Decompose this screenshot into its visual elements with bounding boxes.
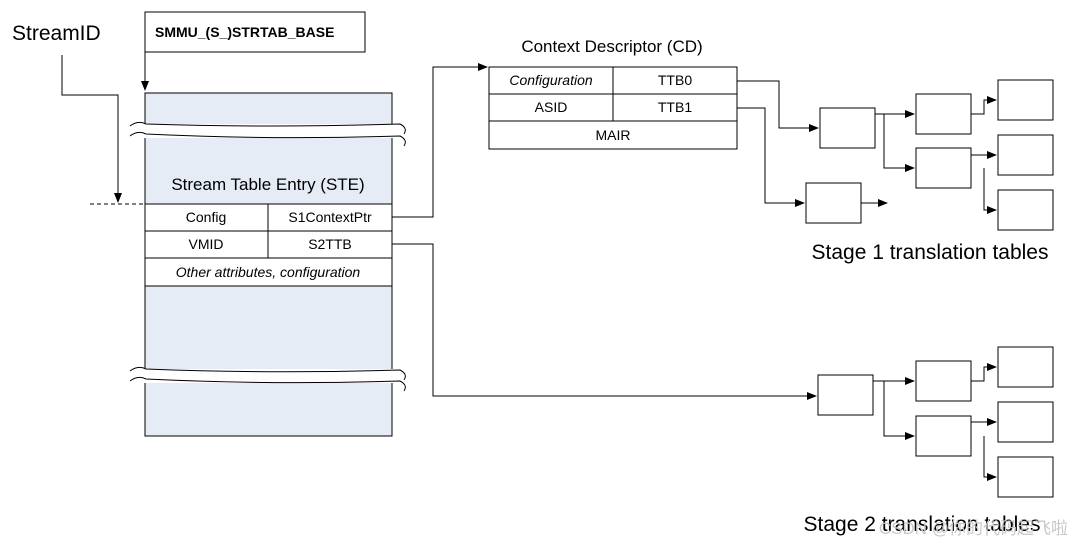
stage1-level2-table-a: [915, 93, 972, 135]
stage2-level3-table-b: [997, 401, 1054, 443]
stage1-tables: [737, 79, 1054, 231]
context-descriptor: Configuration TTB0 ASID TTB1 MAIR: [488, 66, 738, 150]
strtab-base-box: [144, 11, 366, 53]
stage1-l1-to-l2b-arrow: [883, 114, 915, 172]
cd-ttb0-cell: [612, 66, 738, 95]
stage2-level1-table: [817, 374, 874, 416]
stage2-level2-table-b: [915, 415, 972, 457]
cd-title: Context Descriptor (CD): [521, 37, 702, 56]
stage1-level2-table-b: [915, 147, 972, 189]
stream-id-arrow: [61, 55, 122, 203]
cd-mair-cell: [488, 120, 738, 150]
stage2-level3-table-c: [997, 456, 1054, 498]
stage1-level3-table-c: [997, 189, 1054, 231]
ste-entry: Config S1ContextPtr VMID S2TTB Other att…: [144, 203, 393, 287]
cd-configuration-cell: [488, 66, 614, 95]
stage2-l1-to-l2b-arrow: [883, 381, 915, 440]
s1contextptr-arrow: [392, 63, 488, 218]
ste-title: Stream Table Entry (STE): [171, 175, 364, 194]
strtab-base-label: SMMU_(S_)STRTAB_BASE: [155, 24, 334, 40]
ste-vmid: VMID: [189, 236, 224, 252]
cd-asid: ASID: [535, 99, 568, 115]
stage2-level3-table-a: [997, 346, 1054, 388]
s2ttb-arrow: [392, 243, 817, 400]
ttb1-arrow: [737, 107, 805, 207]
cd-mair: MAIR: [596, 127, 631, 143]
stage1-level3-table-b: [997, 134, 1054, 176]
stage1-label: Stage 1 translation tables: [812, 241, 1049, 264]
ste-s2ttb: S2TTB: [308, 236, 352, 252]
stage1-l2b-to-l3c-arrow: [983, 168, 997, 214]
stage2-level2-table-a: [915, 360, 972, 402]
ste-s2ttb-cell: [267, 230, 393, 259]
stage1-level1-table: [819, 107, 876, 149]
stage1-level3-table-a: [997, 79, 1054, 121]
ste-other: Other attributes, configuration: [176, 264, 361, 280]
stream-id-label: StreamID: [12, 22, 101, 45]
stage2-tables: [817, 346, 1054, 498]
stream-table-break-top: [128, 121, 408, 147]
ste-s1contextptr: S1ContextPtr: [288, 209, 372, 225]
cd-configuration: Configuration: [509, 72, 592, 88]
stage1-l2a-to-l3a-arrow: [971, 96, 997, 115]
stage1-ttb1-table: [805, 182, 862, 224]
cd-ttb1: TTB1: [658, 99, 692, 115]
stage2-l2b-to-l3c-arrow: [983, 436, 997, 481]
ste-config: Config: [186, 209, 226, 225]
stage2-label: Stage 2 translation tables: [804, 513, 1041, 536]
stage2-l2a-to-l3a-arrow: [971, 363, 997, 382]
cd-ttb0: TTB0: [658, 72, 692, 88]
cd-ttb1-cell: [612, 93, 738, 122]
csdn-watermark: CSDN @你的代码起飞啦: [879, 519, 1068, 538]
ttb0-arrow: [737, 80, 819, 132]
stream-table-break-bottom: [128, 366, 408, 392]
ste-other-cell: [144, 257, 393, 287]
